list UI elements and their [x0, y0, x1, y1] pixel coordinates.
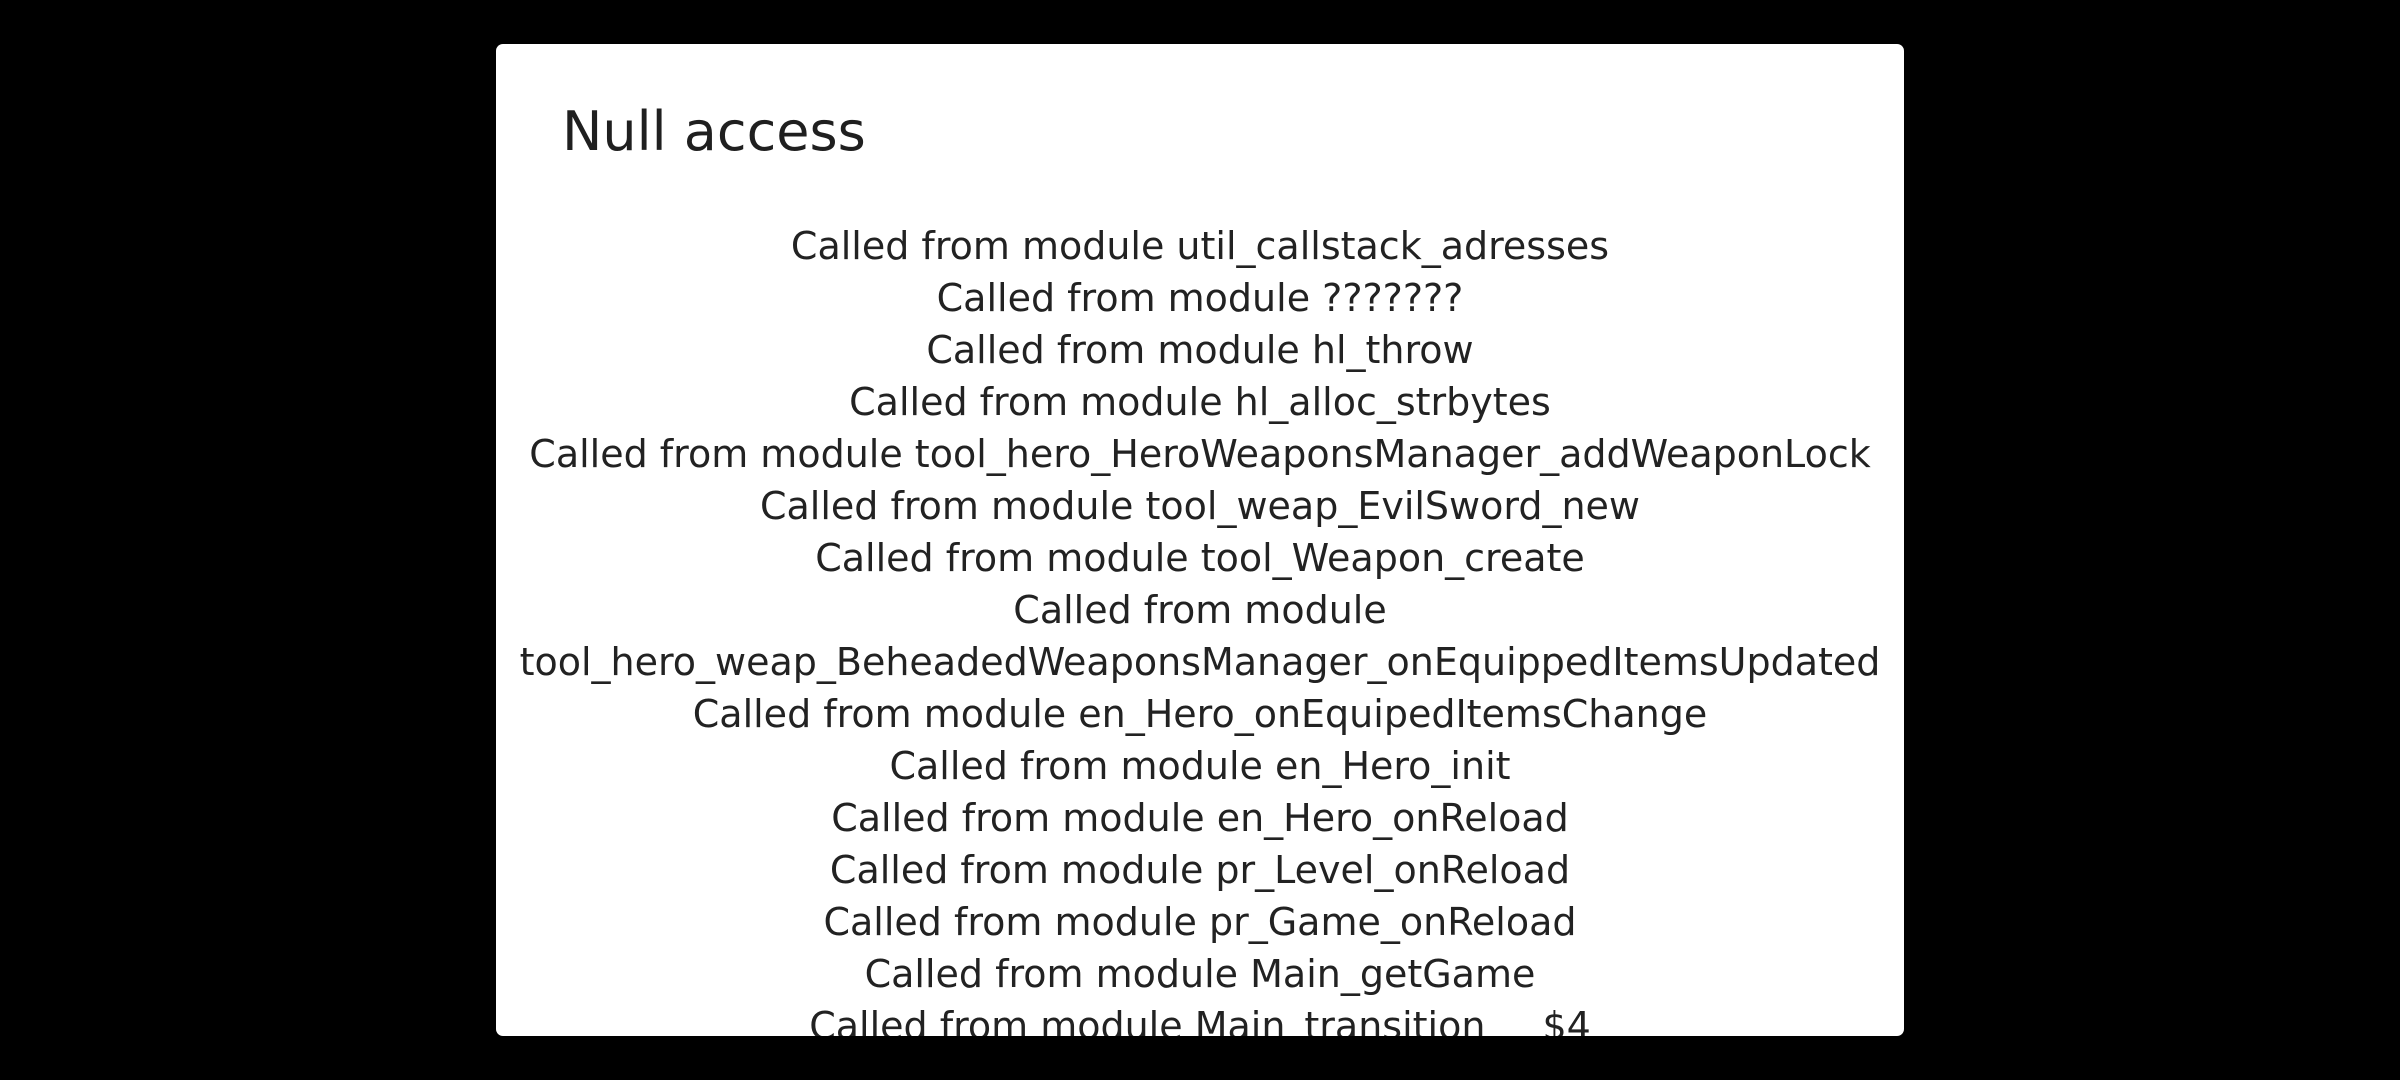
dialog-title: Null access — [562, 100, 866, 163]
callstack-line: Called from module Main_getGame — [864, 952, 1536, 996]
error-dialog: Null access Called from module util_call… — [496, 44, 1904, 1036]
callstack-line: Called from module ??????? — [936, 276, 1464, 320]
callstack-line: Called from module — [1013, 588, 1387, 632]
callstack-line: Called from module en_Hero_init — [889, 744, 1511, 788]
callstack-line: Called from module en_Hero_onEquipedItem… — [692, 692, 1708, 736]
callstack-line: Called from module hl_throw — [926, 328, 1474, 372]
callstack-line: Called from module tool_Weapon_create — [815, 536, 1585, 580]
callstack-line: Called from module tool_weap_EvilSword_n… — [759, 484, 1640, 528]
callstack-message: Called from module util_callstack_adress… — [496, 220, 1904, 1036]
callstack-line: Called from module tool_hero_HeroWeapons… — [529, 432, 1871, 476]
callstack-line: Called from module pr_Game_onReload — [823, 900, 1577, 944]
callstack-line: Called from module Main_transition___$4 — [809, 1004, 1591, 1036]
callstack-line: Called from module util_callstack_adress… — [790, 224, 1610, 268]
callstack-line: Called from module en_Hero_onReload — [831, 796, 1569, 840]
callstack-line: Called from module hl_alloc_strbytes — [849, 380, 1551, 424]
callstack-line: Called from module pr_Level_onReload — [829, 848, 1571, 892]
callstack-line: tool_hero_weap_BeheadedWeaponsManager_on… — [519, 640, 1881, 684]
